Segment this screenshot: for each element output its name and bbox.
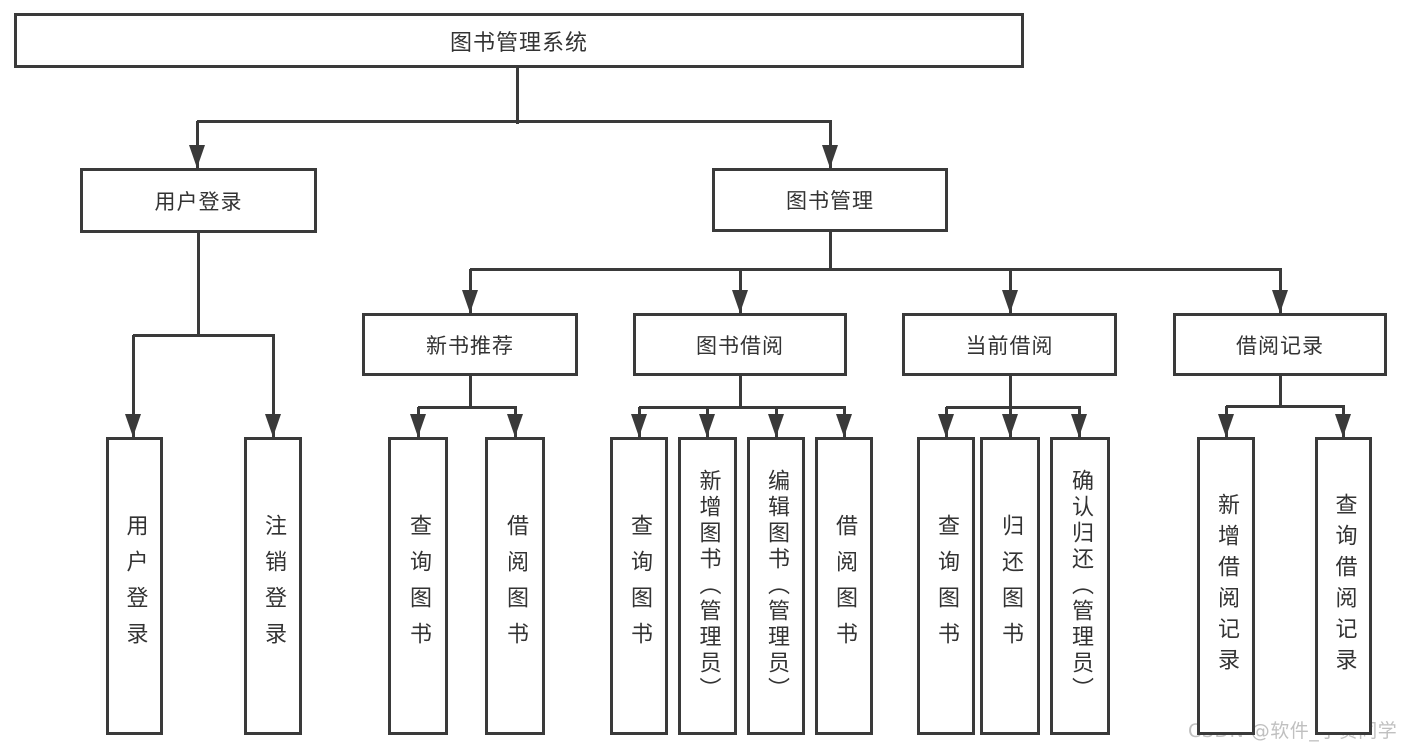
arrow-down-icon xyxy=(836,414,852,437)
node-root: 图书管理系统 xyxy=(14,13,1024,68)
node-label: 注销登录 xyxy=(261,514,286,658)
connector-line xyxy=(738,376,742,408)
node-leaf-query-borrow-record: 查询借阅记录 xyxy=(1315,437,1372,735)
node-leaf-edit-books-admin: 编辑图书（管理员） xyxy=(747,437,805,735)
arrow-down-icon xyxy=(938,414,954,437)
arrow-down-icon xyxy=(631,414,647,437)
connector-line xyxy=(828,121,832,168)
node-label: 查询图书 xyxy=(934,514,959,658)
node-leaf-borrow-books-recommend: 借阅图书 xyxy=(485,437,545,735)
arrow-down-icon xyxy=(1272,290,1288,313)
node-label: 用户登录 xyxy=(122,514,148,658)
node-label: 图书管理 xyxy=(786,189,874,213)
node-leaf-add-books-admin: 新增图书（管理员） xyxy=(678,437,737,735)
node-new-book-recommend: 新书推荐 xyxy=(362,313,578,376)
node-label: 编辑图书（管理员） xyxy=(764,469,789,703)
node-label: 新增借阅记录 xyxy=(1214,493,1239,679)
connector-line xyxy=(195,121,199,168)
arrow-down-icon xyxy=(462,290,478,313)
node-user-login: 用户登录 xyxy=(80,168,317,233)
arrow-down-icon xyxy=(189,145,205,168)
arrow-down-icon xyxy=(822,145,838,168)
connector-line xyxy=(133,333,275,337)
arrow-down-icon xyxy=(265,414,281,437)
connector-line xyxy=(196,233,200,337)
node-label: 借阅图书 xyxy=(832,514,857,658)
node-leaf-query-books-recommend: 查询图书 xyxy=(388,437,448,735)
connector-line xyxy=(1226,404,1345,408)
arrow-down-icon xyxy=(1218,414,1234,437)
node-book-borrowing: 图书借阅 xyxy=(633,313,847,376)
arrow-down-icon xyxy=(1335,414,1351,437)
arrow-down-icon xyxy=(699,414,715,437)
node-label: 图书借阅 xyxy=(696,333,784,358)
node-label: 当前借阅 xyxy=(965,333,1054,358)
connector-line xyxy=(828,232,832,271)
node-leaf-add-borrow-record: 新增借阅记录 xyxy=(1197,437,1255,735)
node-label: 新增图书（管理员） xyxy=(695,469,721,703)
node-book-management: 图书管理 xyxy=(712,168,948,232)
arrow-down-icon xyxy=(507,414,523,437)
node-label: 新书推荐 xyxy=(426,333,514,358)
arrow-down-icon xyxy=(125,414,141,437)
arrow-down-icon xyxy=(1071,414,1087,437)
node-leaf-query-books-current: 查询图书 xyxy=(917,437,975,735)
connector-line xyxy=(418,405,517,409)
node-leaf-user-login: 用户登录 xyxy=(106,437,163,735)
arrow-down-icon xyxy=(410,414,426,437)
node-leaf-query-books-borrowing: 查询图书 xyxy=(610,437,668,735)
node-label: 查询借阅记录 xyxy=(1331,493,1357,679)
connector-line xyxy=(468,376,472,408)
arrow-down-icon xyxy=(1002,414,1018,437)
node-label: 借阅图书 xyxy=(503,514,528,658)
node-leaf-logout: 注销登录 xyxy=(244,437,302,735)
connector-line xyxy=(639,405,846,409)
node-label: 借阅记录 xyxy=(1236,333,1324,358)
connector-line xyxy=(271,335,275,437)
node-current-borrowing: 当前借阅 xyxy=(902,313,1117,376)
connector-line xyxy=(515,68,519,124)
node-leaf-confirm-return-admin: 确认归还（管理员） xyxy=(1050,437,1110,735)
arrow-down-icon xyxy=(1002,290,1018,313)
node-label: 确认归还（管理员） xyxy=(1068,469,1093,703)
node-label: 归还图书 xyxy=(998,514,1023,658)
connector-line xyxy=(1008,376,1012,408)
node-label: 用户登录 xyxy=(154,189,243,214)
connector-line xyxy=(470,267,1282,271)
connector-line xyxy=(1278,376,1282,407)
node-leaf-borrow-books-borrowing: 借阅图书 xyxy=(815,437,873,735)
node-label: 查询图书 xyxy=(627,514,652,658)
connector-line xyxy=(197,119,832,123)
arrow-down-icon xyxy=(768,414,784,437)
arrow-down-icon xyxy=(732,290,748,313)
connector-line xyxy=(946,405,1081,409)
node-label: 图书管理系统 xyxy=(449,30,588,56)
node-label: 查询图书 xyxy=(406,514,431,658)
node-borrowing-records: 借阅记录 xyxy=(1173,313,1387,376)
connector-line xyxy=(131,335,135,437)
node-leaf-return-books: 归还图书 xyxy=(980,437,1040,735)
